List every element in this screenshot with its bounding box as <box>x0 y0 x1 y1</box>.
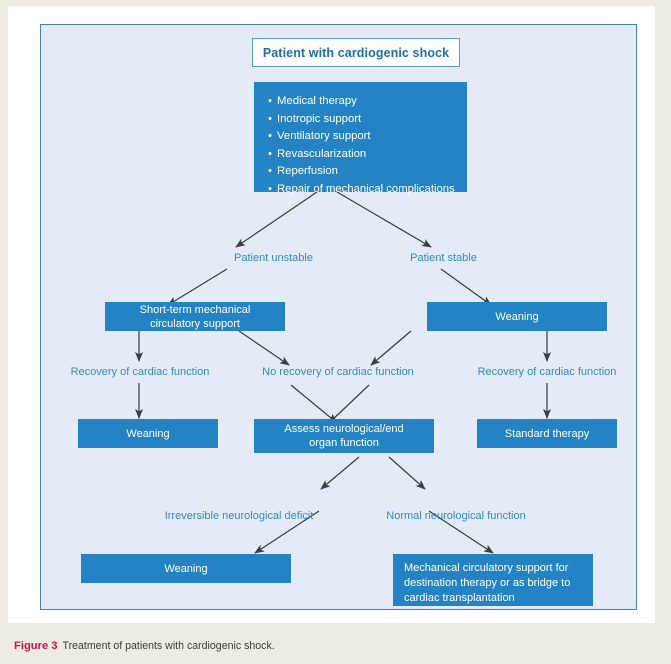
node-label-line2: circulatory support <box>150 317 240 330</box>
bullet-text: Medical therapy <box>277 95 357 107</box>
node-assess-neurological[interactable]: Assess neurological/end organ function <box>254 419 434 453</box>
node-label: Patient with cardiogenic shock <box>262 45 450 60</box>
node-label-line1: Mechanical circulatory support for <box>404 562 569 574</box>
node-weaning-left[interactable]: Weaning <box>78 419 218 448</box>
node-treatments[interactable]: • Medical therapy • Inotropic support • Ven… <box>254 82 467 195</box>
node-label-line2: organ function <box>309 437 379 449</box>
bullet-dot: • <box>268 147 272 160</box>
arrow-mcs-to-norecovery <box>238 330 290 366</box>
bullet-text: Revascularization <box>277 147 367 160</box>
bullet-text: Inotropic support <box>277 112 362 125</box>
edge-label-patient-stable: Patient stable <box>410 252 477 264</box>
bullet-item: • Inotropic support <box>268 111 453 129</box>
node-standard-therapy[interactable]: Standard therapy <box>477 419 617 448</box>
bullet-item: • Medical therapy <box>268 93 453 111</box>
node-weaning-bottom[interactable]: Weaning <box>81 554 291 583</box>
edge-label-recovery-left: Recovery of cardiac function <box>70 366 210 378</box>
node-label-line1: Assess neurological/end <box>284 423 404 435</box>
bullet-text: Ventilatory support <box>277 130 371 143</box>
node-label: Standard therapy <box>504 427 590 440</box>
node-label: Weaning <box>126 427 170 440</box>
arrow-assess-to-irreversible <box>320 456 360 490</box>
arrow-to-assess-right <box>328 384 370 424</box>
flowchart-panel: Patient with cardiogenic shock • Medical … <box>40 24 637 610</box>
bullet-dot: • <box>268 95 272 107</box>
arrow-to-stable-upper <box>336 191 432 248</box>
bullet-item: • Revascularization <box>268 146 453 164</box>
node-label: Weaning <box>495 310 539 323</box>
node-short-term-mcs[interactable]: Short-term mechanical circulatory suppor… <box>105 302 285 331</box>
node-label-line1: Short-term mechanical <box>139 303 251 316</box>
bullet-dot: • <box>268 165 272 178</box>
bullet-text: Repair of mechanical complications <box>277 182 455 195</box>
edge-label-normal-neuro: Normal neurological function <box>386 510 526 522</box>
node-label: Weaning <box>164 562 208 575</box>
edge-label-irreversible-deficit: Irreversible neurological deficit <box>164 510 314 522</box>
arrow-to-weaning-right <box>440 268 492 306</box>
node-weaning-right[interactable]: Weaning <box>427 302 607 331</box>
bullet-item: • Reperfusion <box>268 163 453 181</box>
node-label-line3: cardiac transplantation <box>404 592 515 604</box>
arrow-to-unstable-upper <box>235 191 318 248</box>
bullet-dot: • <box>268 182 272 195</box>
bullet-text: Reperfusion <box>277 165 338 178</box>
figure-page: Patient with cardiogenic shock • Medical … <box>8 6 655 623</box>
arrow-to-short-term-mcs <box>167 268 228 306</box>
figure-caption-text: Treatment of patients with cardiogenic s… <box>62 640 275 652</box>
bullet-dot: • <box>268 112 272 125</box>
arrow-assess-to-normal <box>388 456 426 490</box>
bullet-item: • Ventilatory support <box>268 128 453 146</box>
node-label-line2: destination therapy or as bridge to <box>404 577 571 589</box>
bullet-dot: • <box>268 130 272 143</box>
bullet-item: • Repair of mechanical complications <box>268 181 455 199</box>
edge-label-recovery-right: Recovery of cardiac function <box>477 366 617 378</box>
edge-label-patient-unstable: Patient unstable <box>234 252 313 264</box>
edge-label-no-recovery: No recovery of cardiac function <box>262 366 414 378</box>
node-mcs-destination-therapy[interactable]: Mechanical circulatory support for desti… <box>393 554 593 606</box>
node-patient-with-cardiogenic-shock[interactable]: Patient with cardiogenic shock <box>252 38 460 67</box>
figure-caption: Figure 3 Treatment of patients with cardi… <box>14 640 634 652</box>
arrow-to-assess-left <box>290 384 338 424</box>
arrow-weaning-to-norecovery <box>370 330 412 366</box>
figure-number: Figure 3 <box>14 640 58 652</box>
